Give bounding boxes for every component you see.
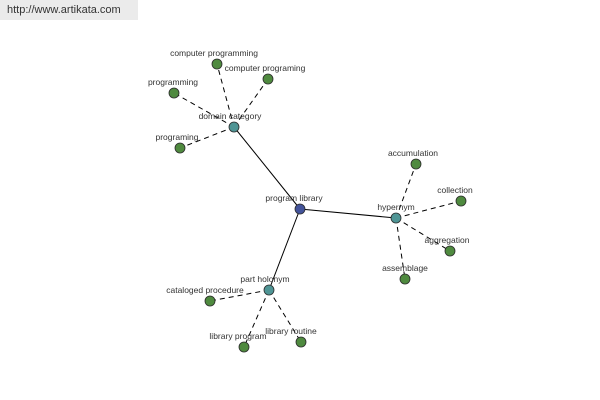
edge-part-holonym-cataloged-procedure <box>209 289 270 302</box>
center-node[interactable] <box>294 203 306 215</box>
leaf-label-programming[interactable]: programming <box>148 77 198 87</box>
edge-hypernym-assemblage <box>395 217 406 280</box>
leaf-node-collection[interactable] <box>455 195 467 207</box>
edge-center-part-holonym <box>268 208 301 291</box>
relation-node-domain-category[interactable] <box>228 121 240 133</box>
leaf-node-programing[interactable] <box>174 142 186 154</box>
edge-domain-category-programming <box>173 92 235 128</box>
edge-hypernym-aggregation <box>395 217 451 252</box>
leaf-label-computer-programing[interactable]: computer programing <box>225 63 306 73</box>
leaf-node-cataloged-procedure[interactable] <box>204 295 216 307</box>
leaf-node-computer-programming[interactable] <box>211 58 223 70</box>
leaf-label-accumulation[interactable]: accumulation <box>388 148 438 158</box>
leaf-node-accumulation[interactable] <box>410 158 422 170</box>
edge-part-holonym-library-routine <box>268 289 302 343</box>
edge-domain-category-computer-programming <box>216 63 235 128</box>
leaf-label-aggregation[interactable]: aggregation <box>425 235 470 245</box>
center-label[interactable]: program library <box>265 193 323 203</box>
leaf-node-aggregation[interactable] <box>444 245 456 257</box>
edge-domain-category-computer-programing <box>233 78 269 128</box>
leaf-node-library-routine[interactable] <box>295 336 307 348</box>
url-bar: http://www.artikata.com <box>0 0 138 20</box>
relation-node-hypernym[interactable] <box>390 212 402 224</box>
edge-domain-category-programing <box>179 126 235 149</box>
leaf-label-collection[interactable]: collection <box>437 185 473 195</box>
leaf-node-computer-programing[interactable] <box>262 73 274 85</box>
edge-hypernym-collection <box>395 200 462 219</box>
leaf-label-programing[interactable]: programing <box>156 132 199 142</box>
leaf-label-cataloged-procedure[interactable]: cataloged procedure <box>166 285 244 295</box>
edge-center-hypernym <box>299 208 397 219</box>
relation-node-part-holonym[interactable] <box>263 284 275 296</box>
leaf-label-library-program[interactable]: library program <box>209 331 266 341</box>
leaf-label-computer-programming[interactable]: computer programming <box>170 48 258 58</box>
relation-label-part-holonym[interactable]: part holonym <box>240 274 289 284</box>
edge-hypernym-accumulation <box>395 163 417 219</box>
site-url[interactable]: http://www.artikata.com <box>7 4 121 16</box>
leaf-node-library-program[interactable] <box>238 341 250 353</box>
leaf-label-library-routine[interactable]: library routine <box>265 326 317 336</box>
leaf-label-assemblage[interactable]: assemblage <box>382 263 428 273</box>
edge-center-domain-category <box>233 126 301 210</box>
leaf-node-assemblage[interactable] <box>399 273 411 285</box>
edge-part-holonym-library-program <box>243 289 270 348</box>
leaf-node-programming[interactable] <box>168 87 180 99</box>
relation-label-domain-category[interactable]: domain category <box>199 111 263 121</box>
relation-label-hypernym[interactable]: hypernym <box>377 202 414 212</box>
